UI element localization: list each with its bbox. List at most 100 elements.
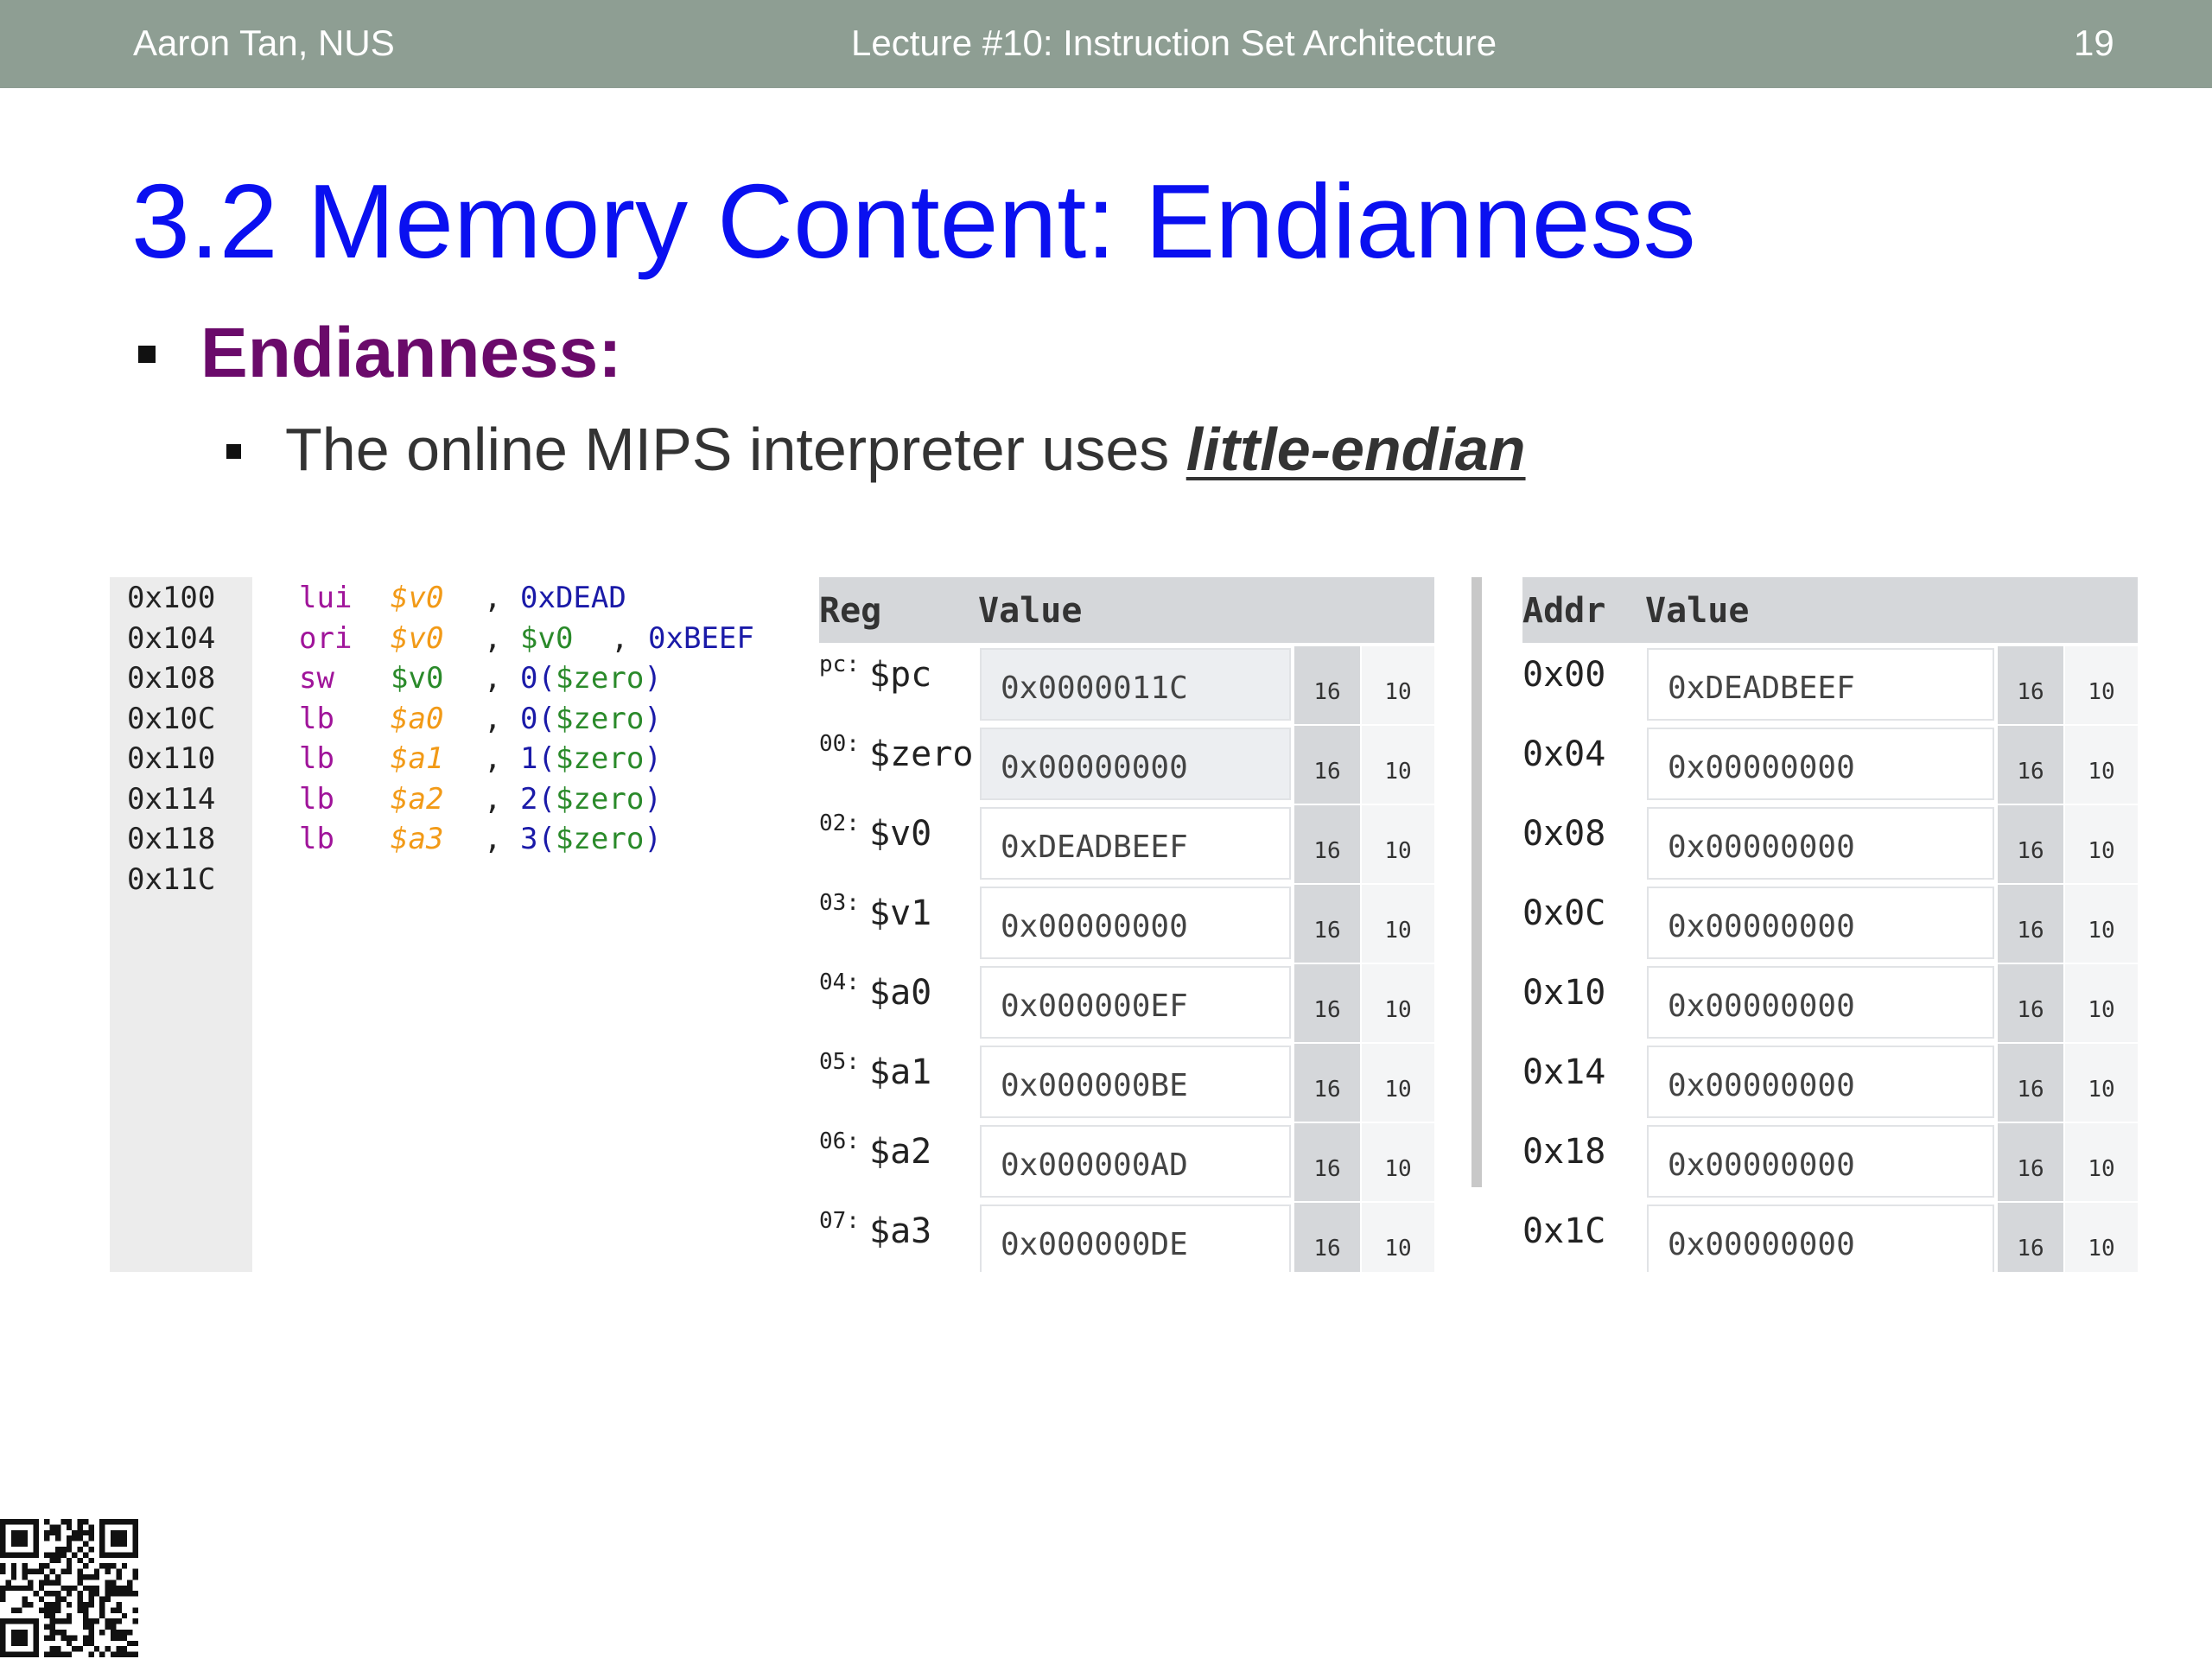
base10-toggle[interactable]: 10	[2065, 1123, 2138, 1201]
register-value-field[interactable]: 0x000000BE	[980, 1046, 1291, 1118]
value-header-label: Value	[978, 591, 1083, 631]
register-value-field[interactable]: 0x00000000	[980, 887, 1291, 959]
value-text: 0x00000000	[1001, 909, 1188, 944]
base10-toggle[interactable]: 10	[1362, 1203, 1434, 1272]
opcode: lb	[299, 741, 334, 776]
base16-label: 16	[2017, 1156, 2044, 1182]
memory-address: 0x10	[1522, 973, 1606, 1013]
register-value-field[interactable]: 0x000000DE	[980, 1205, 1291, 1272]
base10-toggle[interactable]: 10	[1362, 726, 1434, 804]
base16-toggle[interactable]: 16	[1998, 964, 2063, 1042]
sub-bullet-text: The online MIPS interpreter uses little-…	[285, 415, 1526, 484]
base10-toggle[interactable]: 10	[1362, 1123, 1434, 1201]
base16-toggle[interactable]: 16	[1998, 646, 2063, 724]
memory-address: 0x08	[1522, 814, 1606, 854]
opcode: lui	[299, 581, 353, 615]
value-text: 0x00000000	[1668, 1147, 1855, 1183]
value-text: 0x00000000	[1668, 750, 1855, 785]
register-value-field[interactable]: 0x0000011C	[980, 648, 1291, 721]
register-table-header: Reg Value	[819, 577, 1434, 643]
base16-toggle[interactable]: 16	[1294, 1203, 1360, 1272]
operand: 1($zero)	[520, 741, 662, 776]
register-index: 03:	[819, 890, 860, 916]
register-index: pc:	[819, 652, 860, 677]
base10-toggle[interactable]: 10	[2065, 646, 2138, 724]
base16-toggle[interactable]: 16	[1998, 805, 2063, 883]
base16-label: 16	[1313, 759, 1341, 785]
base16-label: 16	[1313, 918, 1341, 944]
dest-register: $v0	[391, 661, 444, 696]
register-value-field[interactable]: 0x00000000	[980, 728, 1291, 800]
value-header-label: Value	[1645, 591, 1750, 631]
base10-toggle[interactable]: 10	[1362, 964, 1434, 1042]
base10-toggle[interactable]: 10	[2065, 805, 2138, 883]
memory-value-field[interactable]: 0x00000000	[1647, 728, 1994, 800]
base16-label: 16	[2017, 1236, 2044, 1262]
base10-toggle[interactable]: 10	[2065, 964, 2138, 1042]
base16-toggle[interactable]: 16	[1294, 646, 1360, 724]
memory-value-field[interactable]: 0x00000000	[1647, 807, 1994, 880]
operand: 0($zero)	[520, 661, 662, 696]
memory-value-field[interactable]: 0x00000000	[1647, 1205, 1994, 1272]
value-text: 0xDEADBEEF	[1668, 671, 1855, 706]
base16-label: 16	[2017, 679, 2044, 705]
value-text: 0x000000AD	[1001, 1147, 1188, 1183]
opcode: sw	[299, 661, 334, 696]
base10-toggle[interactable]: 10	[1362, 805, 1434, 883]
register-index: 02:	[819, 810, 860, 836]
base16-toggle[interactable]: 16	[1998, 1123, 2063, 1201]
base16-toggle[interactable]: 16	[1294, 726, 1360, 804]
memory-address: 0x1C	[1522, 1211, 1606, 1251]
base16-toggle[interactable]: 16	[1294, 1044, 1360, 1122]
base10-toggle[interactable]: 10	[2065, 885, 2138, 963]
register-index: 00:	[819, 731, 860, 757]
register-value-field[interactable]: 0x000000EF	[980, 966, 1291, 1039]
register-value-field[interactable]: 0xDEADBEEF	[980, 807, 1291, 880]
operand: 3($zero)	[520, 822, 662, 856]
base10-toggle[interactable]: 10	[2065, 726, 2138, 804]
memory-value-field[interactable]: 0x00000000	[1647, 887, 1994, 959]
register-value-field[interactable]: 0x000000AD	[980, 1125, 1291, 1198]
base16-toggle[interactable]: 16	[1294, 1123, 1360, 1201]
opcode: lb	[299, 822, 334, 856]
base16-toggle[interactable]: 16	[1294, 805, 1360, 883]
base16-toggle[interactable]: 16	[1998, 1203, 2063, 1272]
base16-toggle[interactable]: 16	[1998, 726, 2063, 804]
dest-register: $a0	[391, 701, 444, 736]
base16-toggle[interactable]: 16	[1998, 885, 2063, 963]
base16-toggle[interactable]: 16	[1998, 1044, 2063, 1122]
register-index: 05:	[819, 1049, 860, 1075]
memory-value-field[interactable]: 0xDEADBEEF	[1647, 648, 1994, 721]
slide-header: Aaron Tan, NUS Lecture #10: Instruction …	[0, 0, 2212, 88]
memory-value-field[interactable]: 0x00000000	[1647, 966, 1994, 1039]
base16-toggle[interactable]: 16	[1294, 964, 1360, 1042]
base10-toggle[interactable]: 10	[1362, 1044, 1434, 1122]
instruction-address: 0x114	[127, 781, 216, 817]
base10-label: 10	[2088, 1077, 2115, 1103]
base10-toggle[interactable]: 10	[1362, 885, 1434, 963]
base10-toggle[interactable]: 10	[2065, 1203, 2138, 1272]
opcode: lb	[299, 781, 334, 817]
dest-register: $v0	[391, 620, 444, 656]
separator: ,	[484, 620, 502, 656]
panel-scrollbar[interactable]	[1471, 577, 1482, 1187]
value-text: 0x00000000	[1668, 830, 1855, 865]
value-text: 0x00000000	[1001, 750, 1188, 785]
value-text: 0x0000011C	[1001, 671, 1188, 706]
base10-toggle[interactable]: 10	[1362, 646, 1434, 724]
memory-value-field[interactable]: 0x00000000	[1647, 1046, 1994, 1118]
memory-value-field[interactable]: 0x00000000	[1647, 1125, 1994, 1198]
immediate-operand: 0xBEEF	[648, 620, 754, 656]
base16-toggle[interactable]: 16	[1294, 885, 1360, 963]
base10-toggle[interactable]: 10	[2065, 1044, 2138, 1122]
base10-label: 10	[1384, 838, 1412, 864]
sub-bullet-marker	[226, 444, 241, 459]
